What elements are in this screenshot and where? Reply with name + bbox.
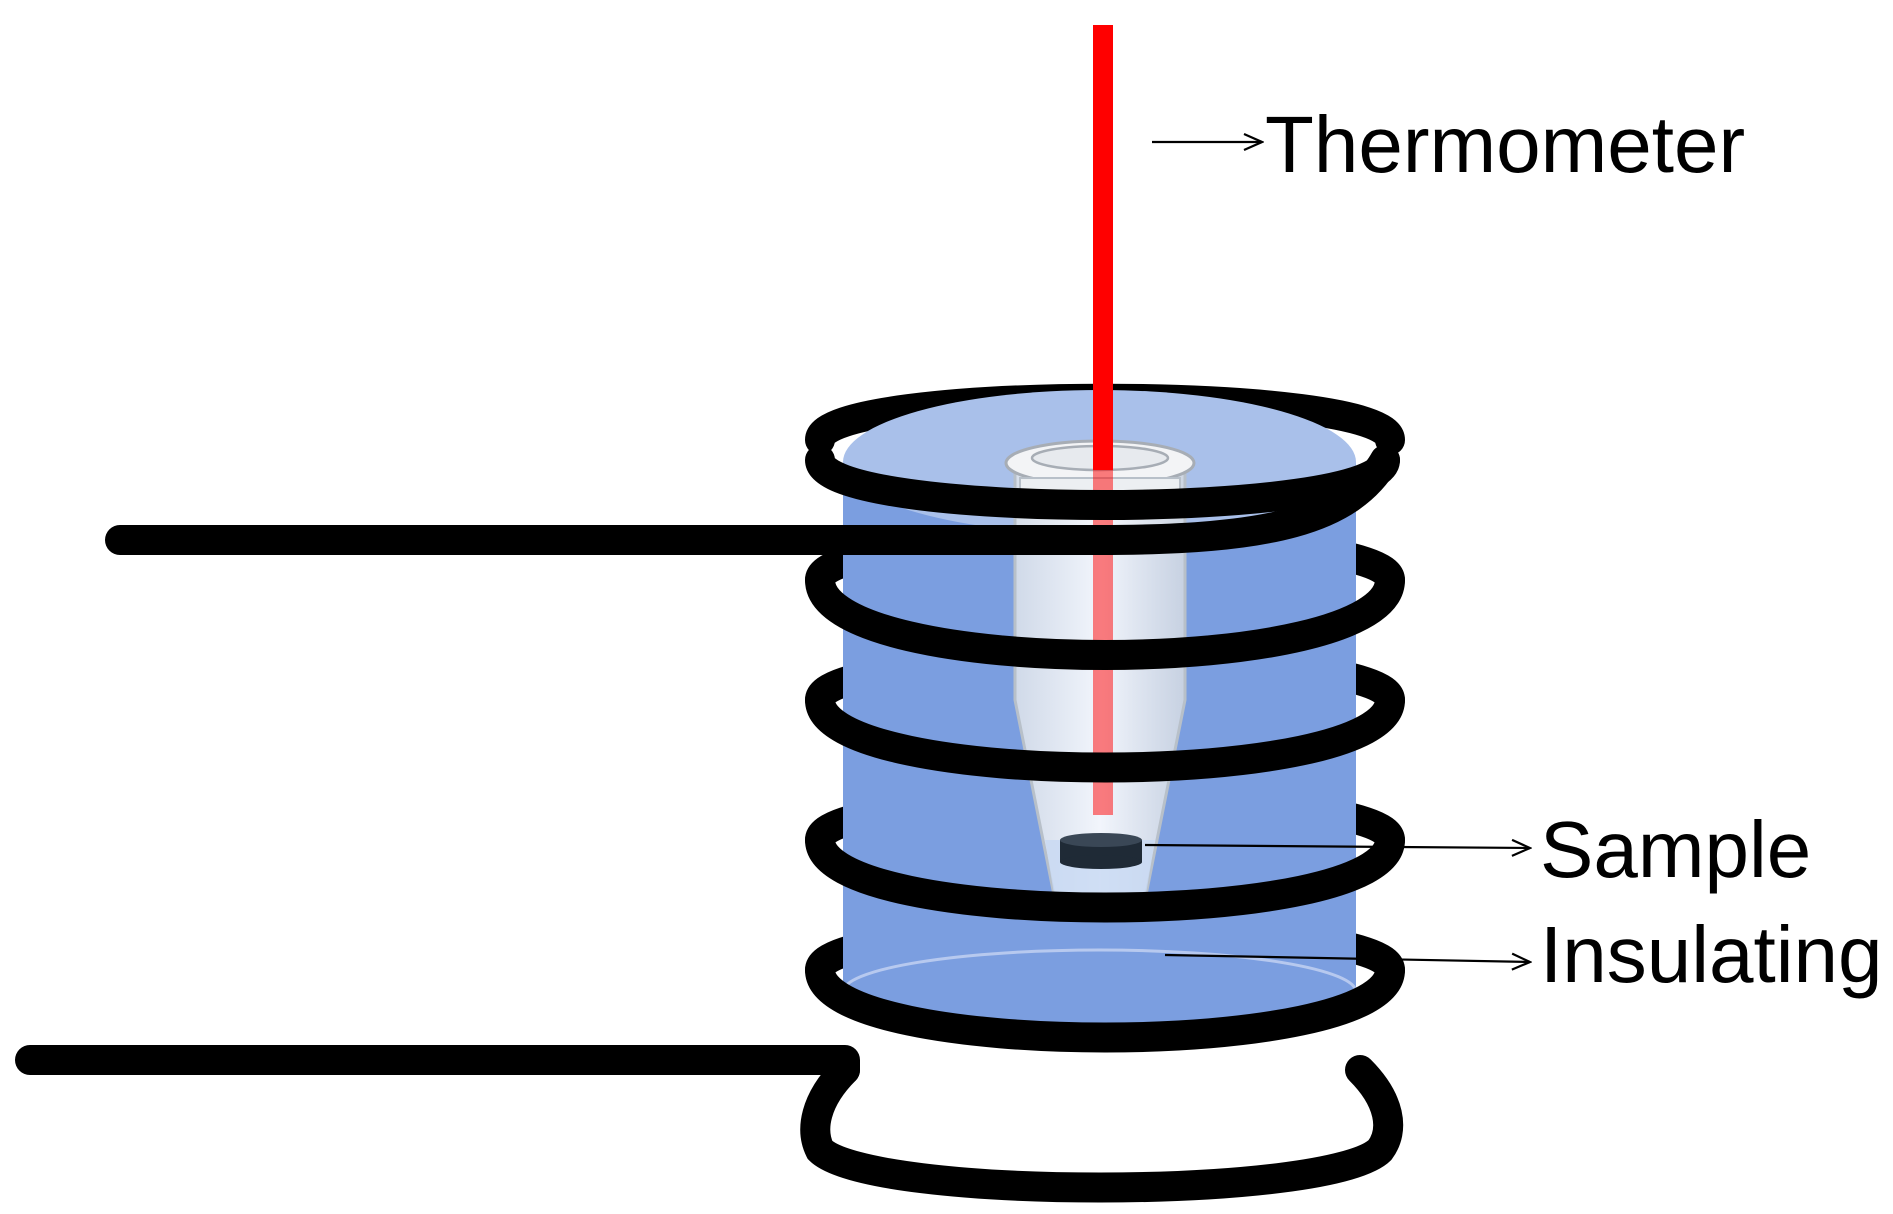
coil-leads — [15, 445, 1400, 1085]
thermometer-probe — [1093, 25, 1113, 815]
thermometer-label: Thermometer — [1265, 100, 1745, 189]
sample-arrow — [1144, 845, 1530, 848]
insulating-arrow — [1164, 955, 1530, 962]
coil-lead-top — [105, 445, 1400, 555]
annotation-arrows — [1144, 142, 1530, 962]
sample-label: Sample — [1540, 805, 1811, 894]
sample-disc — [1060, 833, 1142, 869]
thermometer-outside — [1093, 25, 1113, 470]
coil-lead-bottom — [15, 1045, 860, 1085]
insulating-label: Insulating — [1540, 910, 1882, 999]
